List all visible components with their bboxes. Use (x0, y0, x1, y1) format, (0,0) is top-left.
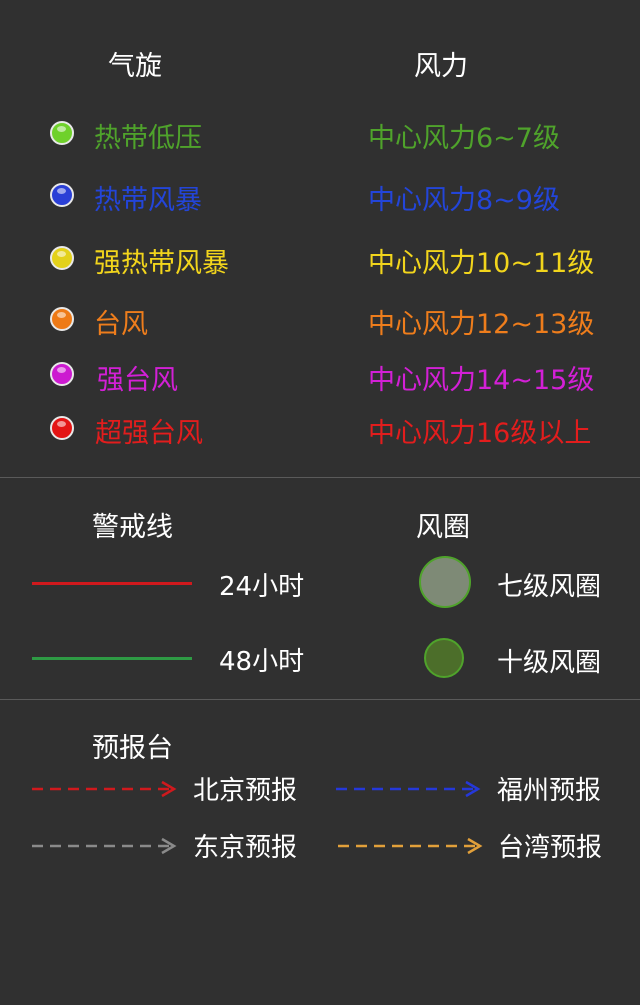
tropical-depression-label: 热带低压 (94, 123, 202, 154)
divider-2 (0, 699, 640, 700)
tropical-storm-wind: 中心风力8~9级 (368, 185, 560, 216)
divider-1 (0, 477, 640, 478)
wind-circle-10-label: 十级风圈 (497, 648, 602, 678)
typhoon-dot-icon (50, 307, 74, 331)
typhoon-label: 台风 (94, 309, 148, 340)
severe-tropical-storm-dot-icon (50, 246, 74, 270)
super-typhoon-wind: 中心风力16级以上 (368, 418, 592, 449)
taiwan-forecast-label: 台湾预报 (498, 833, 603, 863)
wind-circle-title: 风圈 (416, 512, 470, 543)
forecast-title: 预报台 (92, 733, 173, 764)
super-typhoon-dot-icon (50, 416, 74, 440)
tokyo-forecast-label: 东京预报 (193, 833, 298, 863)
strong-typhoon-dot-icon (50, 362, 74, 386)
wind-circle-7-icon (419, 556, 471, 608)
strong-typhoon-label: 强台风 (97, 365, 178, 396)
warning-line-24h (32, 582, 192, 585)
super-typhoon-label: 超强台风 (95, 418, 203, 449)
warning-line-title: 警戒线 (92, 512, 173, 543)
fuzhou-forecast-label: 福州预报 (497, 776, 602, 806)
warning-24h-label: 24小时 (219, 572, 305, 602)
tokyo-forecast-arrow-icon (32, 837, 177, 855)
beijing-forecast-label: 北京预报 (193, 776, 298, 806)
wind-header: 风力 (414, 51, 468, 82)
beijing-forecast-arrow-icon (32, 780, 177, 798)
tropical-depression-dot-icon (50, 121, 74, 145)
tropical-storm-dot-icon (50, 183, 74, 207)
warning-line-48h (32, 657, 192, 660)
wind-circle-7-label: 七级风圈 (497, 572, 602, 602)
typhoon-wind: 中心风力12~13级 (368, 309, 595, 340)
wind-circle-10-icon (424, 638, 464, 678)
cyclone-header: 气旋 (108, 51, 162, 82)
severe-tropical-storm-wind: 中心风力10~11级 (368, 248, 595, 279)
severe-tropical-storm-label: 强热带风暴 (94, 248, 229, 279)
tropical-storm-label: 热带风暴 (94, 185, 202, 216)
strong-typhoon-wind: 中心风力14~15级 (368, 365, 595, 396)
tropical-depression-wind: 中心风力6~7级 (368, 123, 560, 154)
taiwan-forecast-arrow-icon (338, 837, 483, 855)
warning-48h-label: 48小时 (219, 647, 305, 677)
fuzhou-forecast-arrow-icon (336, 780, 481, 798)
